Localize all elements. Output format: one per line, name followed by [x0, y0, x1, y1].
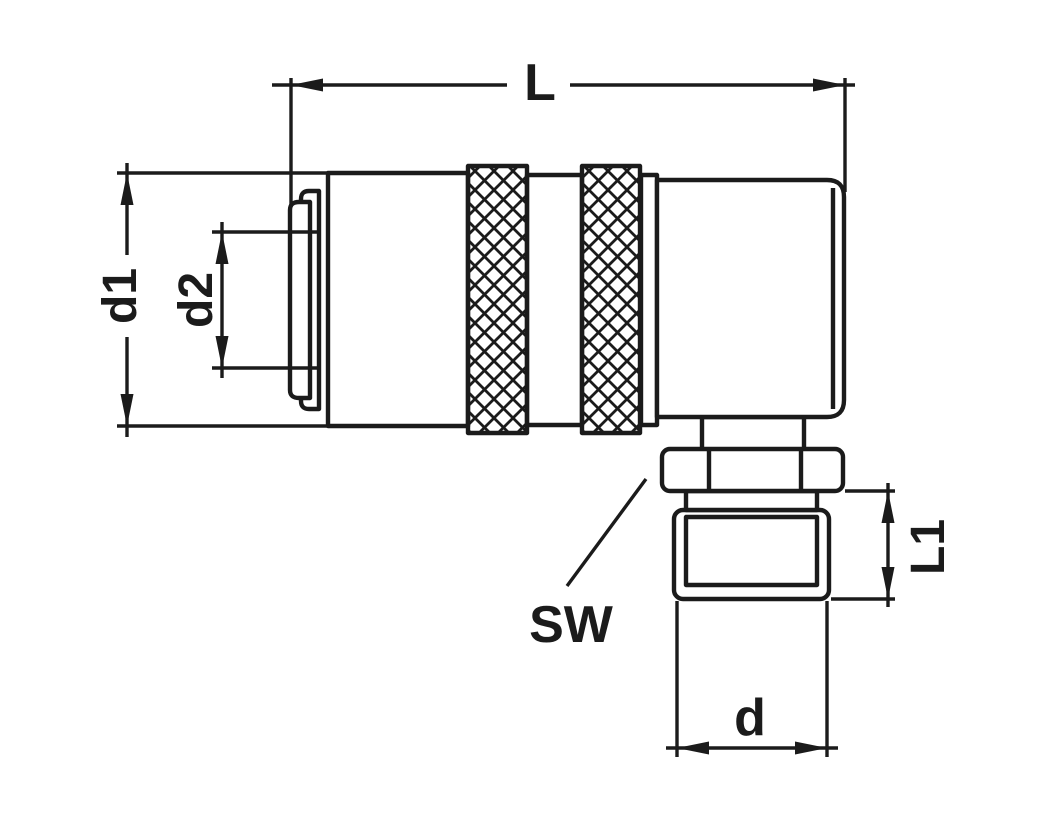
- arrowhead-up: [215, 232, 229, 264]
- label-thread-length: L1: [902, 519, 955, 575]
- mid-band: [524, 172, 585, 428]
- hex-nut: [659, 446, 846, 494]
- arrowhead-down: [881, 567, 895, 599]
- washer-collar: [683, 488, 820, 513]
- coupling-body: [287, 163, 847, 602]
- arrowhead-down: [215, 336, 229, 368]
- callout-SW: SW: [529, 477, 648, 654]
- label-body-diameter: d1: [94, 268, 147, 324]
- arrowhead-up: [120, 173, 134, 205]
- label-wrench-flats: SW: [529, 596, 614, 654]
- thread-root-lines: [683, 514, 820, 588]
- dimension-L: L: [272, 54, 855, 207]
- neck: [699, 414, 807, 453]
- dimension-d2: d2: [170, 222, 319, 378]
- arrowhead-left: [291, 78, 323, 92]
- arrowhead-up: [881, 491, 895, 523]
- hex-nut-facet-lines: [706, 449, 804, 491]
- label-thread-diameter: d: [734, 689, 766, 747]
- coupling-sleeve: [325, 170, 471, 429]
- ring-collar: [638, 172, 660, 428]
- elbow-block: [654, 177, 847, 420]
- arrowhead-left: [677, 741, 709, 755]
- arrowhead-right: [813, 78, 845, 92]
- dimension-L1: L1: [831, 483, 955, 607]
- dimension-d: d: [666, 601, 838, 757]
- label-plug-diameter: d2: [170, 272, 223, 328]
- nose-step-front: [287, 199, 313, 401]
- arrowhead-down: [120, 394, 134, 426]
- knurled-band-front: [465, 163, 530, 436]
- knurled-band-rear: [579, 163, 643, 436]
- arrowhead-right: [795, 741, 827, 755]
- dimension-d1: d1: [94, 163, 330, 437]
- label-overall-length: L: [524, 54, 556, 112]
- sw-leader-line: [565, 477, 648, 588]
